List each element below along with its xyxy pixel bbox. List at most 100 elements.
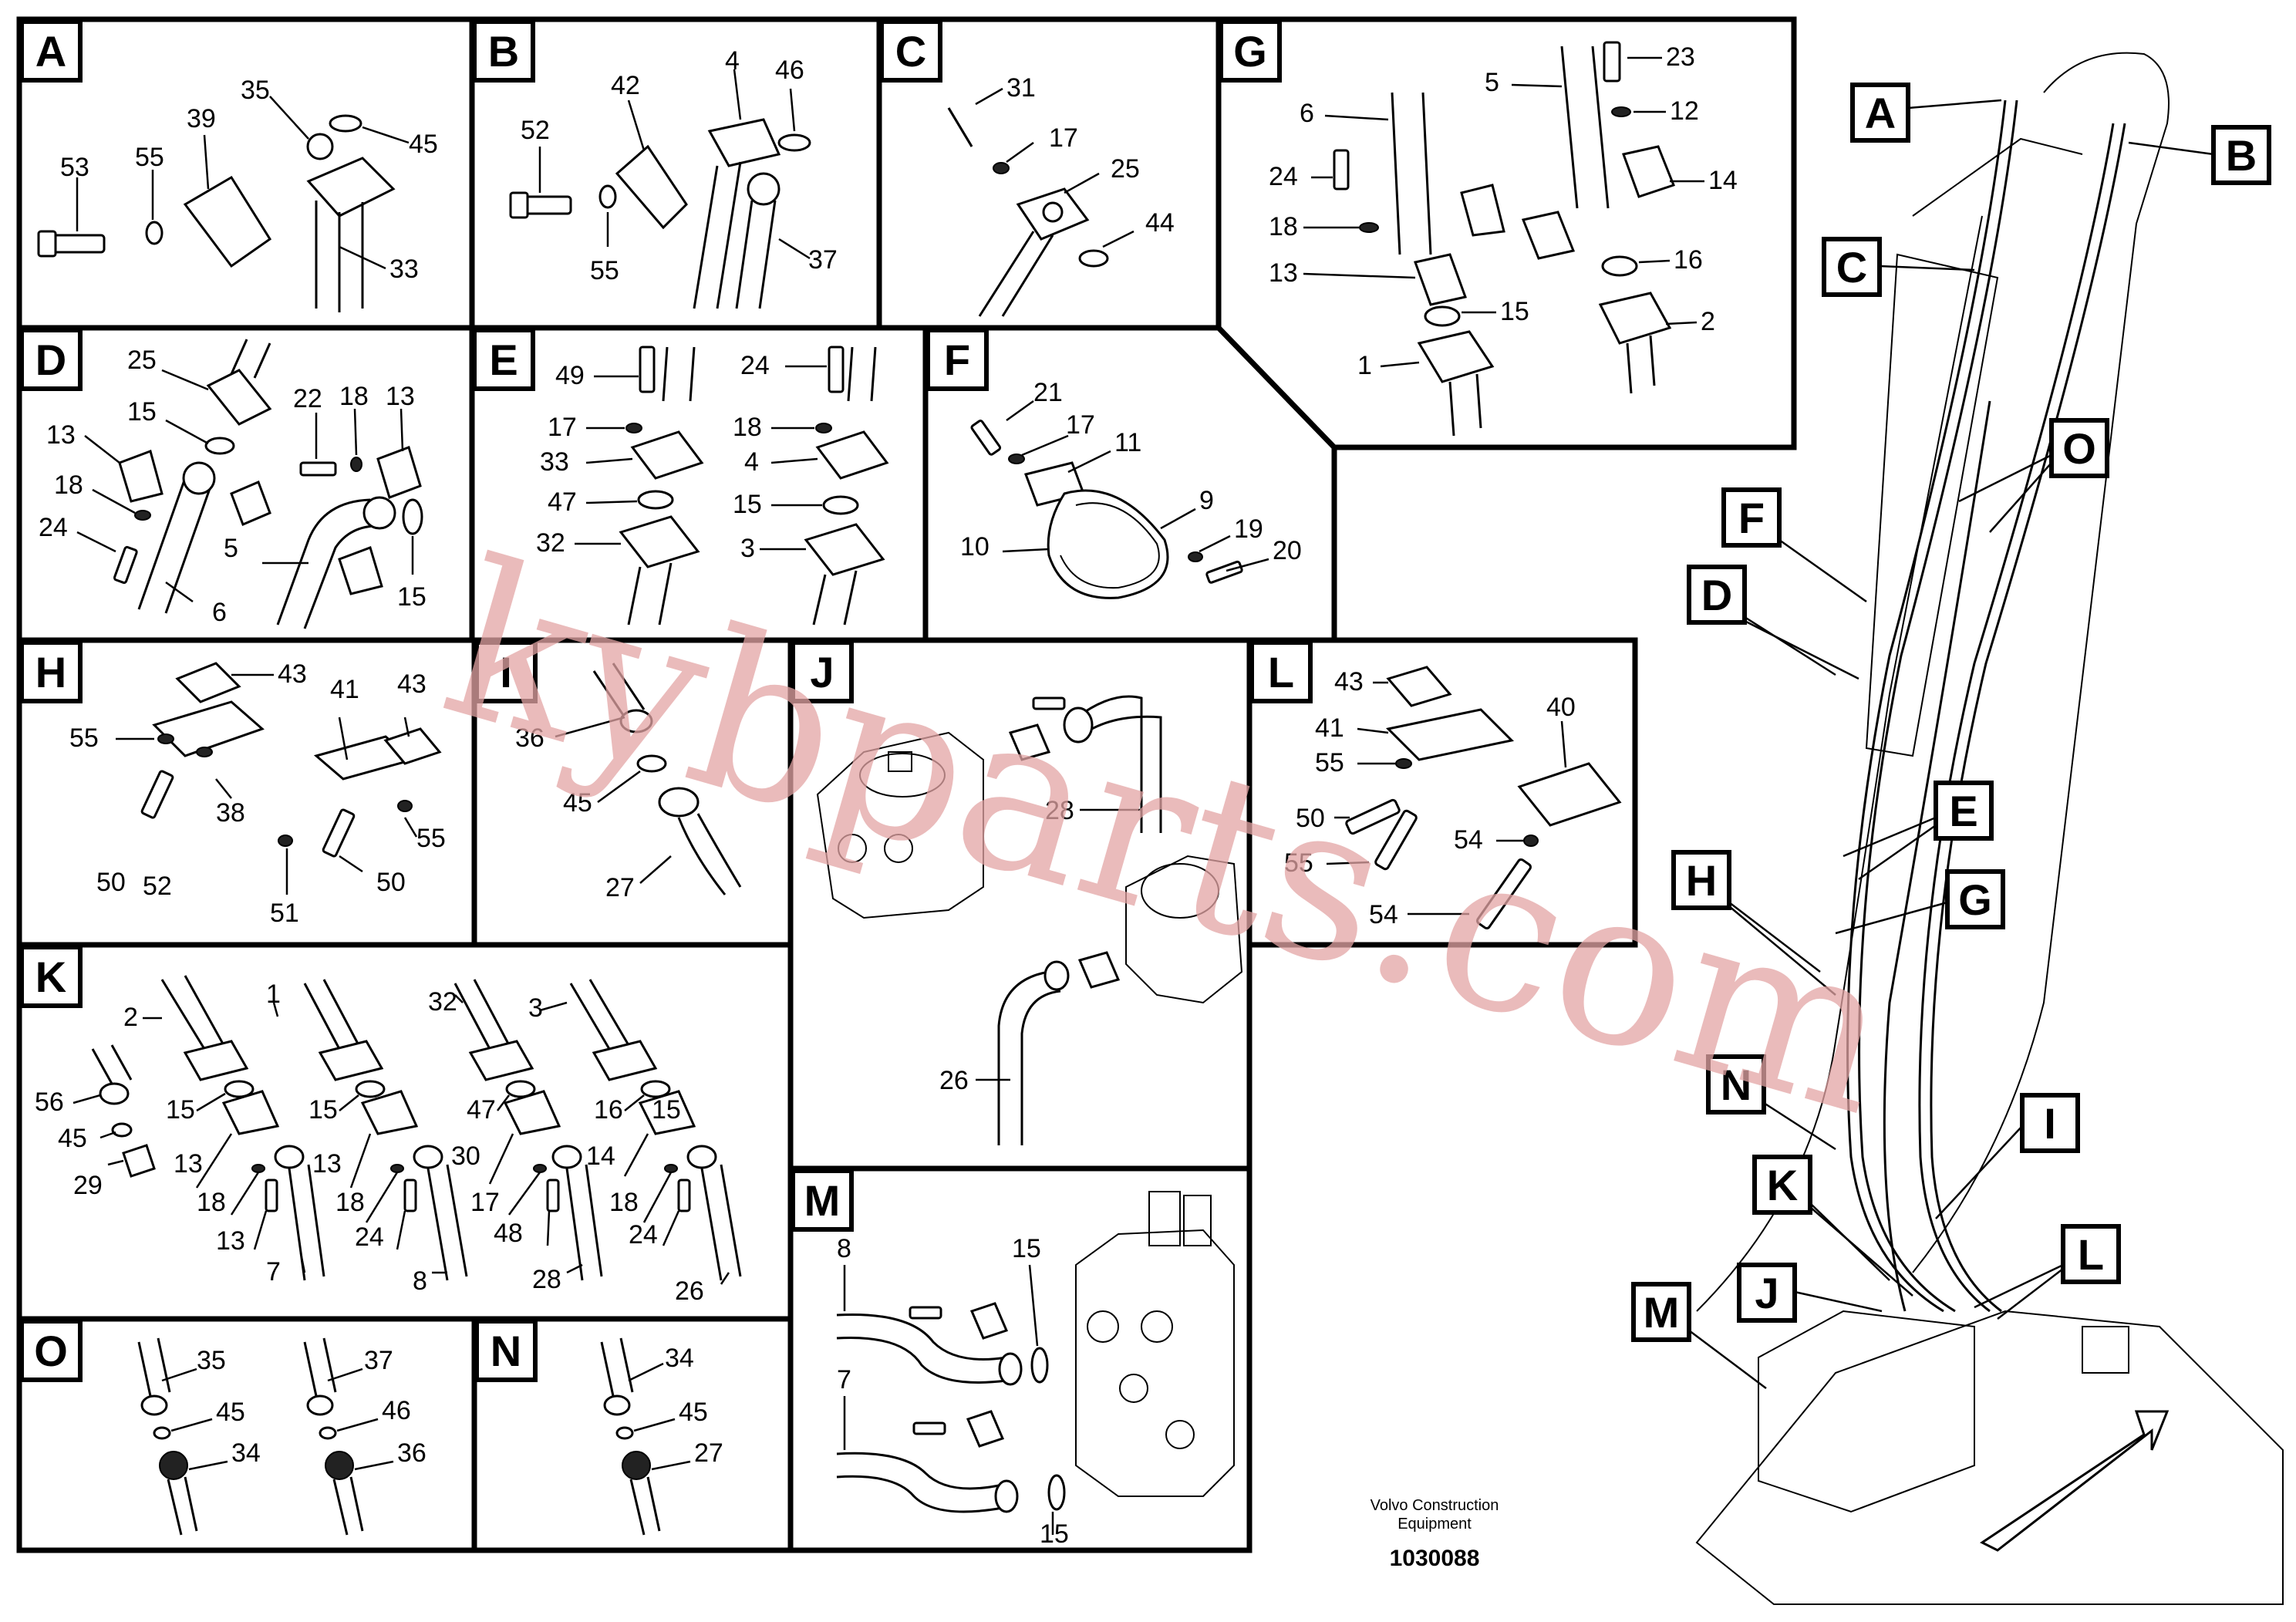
cap-34: [159, 1451, 188, 1480]
callout-6: 6: [1300, 99, 1314, 128]
panel-j-tag: [791, 640, 854, 703]
clamp-plate: [152, 700, 265, 757]
callout-34: 34: [231, 1438, 261, 1468]
callout-15: 15: [308, 1095, 338, 1125]
panel-a: A 53 55 39 35 45 33: [19, 19, 438, 312]
pump-bolt: [888, 751, 912, 772]
callout-33: 33: [389, 255, 419, 284]
valve-spool: [1183, 1195, 1212, 1246]
bolt: [1032, 696, 1066, 710]
bolt-23: [1603, 41, 1621, 83]
callout-32: 32: [428, 987, 457, 1017]
clamp-top-43: [1386, 666, 1452, 707]
bolt: [909, 1306, 942, 1320]
callout-49: 49: [555, 361, 585, 390]
flange-3: [804, 523, 885, 576]
overview-tag-g: G: [1835, 869, 2005, 935]
o-ring: [1078, 249, 1109, 268]
callout-50: 50: [376, 868, 406, 897]
half-clamp-13: [118, 450, 164, 503]
callout-18: 18: [54, 470, 83, 500]
boom-outline-left: [1696, 215, 1983, 1312]
callout-51: 51: [270, 899, 299, 928]
callout-8: 8: [413, 1266, 427, 1296]
o-ring-45: [153, 1426, 171, 1440]
callout-29: 29: [73, 1171, 103, 1200]
svg-text:G: G: [1958, 875, 1992, 924]
panel-o-tag: [19, 1319, 83, 1382]
panel-k: K: [19, 945, 742, 1306]
direction-arrow: [1980, 1410, 2170, 1552]
overview-tag-m: M: [1631, 1282, 1767, 1389]
hose-7: [288, 1164, 325, 1281]
washer-18: [251, 1164, 265, 1173]
panel-g-frame: [1215, 16, 1797, 450]
hose-8: [836, 1313, 1007, 1384]
panel-i-tag: [474, 640, 538, 703]
pump-right-cap: [1141, 863, 1219, 919]
hose-35: [137, 1337, 171, 1397]
callout-22: 22: [293, 384, 322, 413]
washer: [993, 162, 1010, 174]
flange: [707, 118, 781, 167]
bolt-48: [546, 1179, 560, 1212]
o-ring-15: [822, 495, 859, 515]
panel-l: L 43 40 41 55 50 54 55 54: [1249, 640, 1622, 930]
flange-4: [815, 430, 889, 480]
overview-tag-e: E: [1843, 781, 1994, 881]
half-clamp: [1460, 184, 1505, 237]
callout-44: 44: [1145, 208, 1175, 238]
o-ring-15: [1047, 1474, 1066, 1511]
cap-36: [325, 1451, 354, 1480]
flange: [306, 157, 396, 218]
hose-6: [137, 477, 214, 614]
overview-tag-i: I: [1935, 1093, 2080, 1219]
callout-1: 1: [1357, 351, 1372, 380]
callout-8: 8: [837, 1234, 851, 1263]
panel-l-frame: [1246, 637, 1638, 948]
callout-13: 13: [216, 1226, 245, 1256]
o-ring: [777, 133, 811, 152]
washer-18: [815, 423, 832, 433]
callout-45: 45: [679, 1398, 708, 1427]
hose-8: [426, 1164, 468, 1281]
svg-text:E: E: [1949, 787, 1977, 835]
bolt-13: [265, 1179, 278, 1212]
half-clamp: [1008, 723, 1051, 761]
callout-21: 21: [1033, 378, 1063, 407]
pipe: [230, 339, 271, 379]
pump-port: [884, 834, 913, 863]
callout-12: 12: [1670, 96, 1699, 126]
washer-51: [278, 835, 293, 847]
k-assembly-4: [569, 979, 742, 1281]
pipe: [629, 1476, 661, 1536]
hose-7: [836, 1452, 1003, 1513]
half-clamp: [1521, 211, 1576, 260]
washer-17: [625, 423, 642, 433]
fitting-27: [658, 787, 700, 818]
panel-c-tag: [879, 19, 942, 83]
callout-28: 28: [1045, 796, 1074, 825]
valve-port: [1087, 1310, 1119, 1343]
callout-18: 18: [197, 1188, 226, 1217]
callout-36: 36: [515, 723, 544, 753]
panel-c-letter: C: [895, 27, 926, 76]
half-clamp: [230, 481, 271, 526]
panel-n-frame: [471, 1316, 794, 1553]
panel-f: F 21 17 11 9 19 20 10: [925, 328, 1302, 599]
panel-g-tag: [1219, 19, 1282, 83]
callout-2: 2: [123, 1003, 138, 1032]
panel-o: O 35 37 45 46 34 36: [19, 1319, 426, 1536]
callout-15: 15: [397, 582, 426, 612]
callout-14: 14: [586, 1141, 615, 1171]
panel-e-tag: [472, 328, 535, 391]
flange-25: [206, 369, 272, 426]
half-clamp-14: [638, 1090, 696, 1135]
overview-tag-f: F: [1721, 487, 1867, 603]
callout-17: 17: [1049, 123, 1078, 153]
panel-e-letter: E: [489, 336, 518, 384]
panel-h: H 43 41 43 55 38 55 50 52 51 50: [19, 640, 446, 928]
hose-pipe: [693, 161, 777, 309]
panel-e: E 49 24 17 18 33 4 47 15 32 3: [472, 328, 889, 626]
callout-42: 42: [611, 71, 640, 100]
